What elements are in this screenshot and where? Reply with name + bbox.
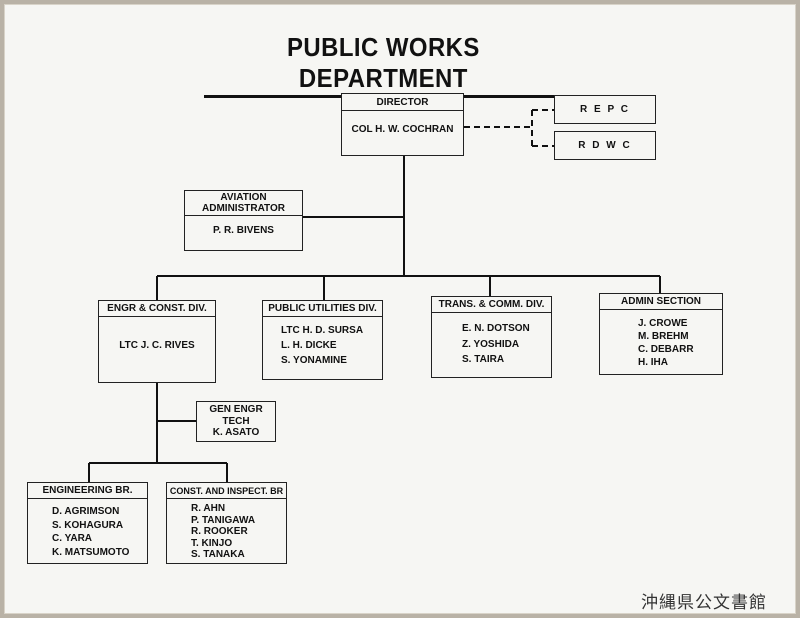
admin-name-2: M. BREHM [638, 331, 689, 342]
director-name: COL H. W. COCHRAN [351, 124, 454, 135]
director-names: COL H. W. COCHRAN [342, 111, 463, 137]
director-header: DIRECTOR [342, 94, 463, 111]
engr-const-div-name: LTC J. C. RIVES [119, 340, 195, 351]
const-name-4: T. KINJO [191, 537, 233, 549]
gen-engr-line1: GEN ENGR [209, 404, 263, 415]
const-inspect-br-names: R. AHN P. TANIGAWA R. ROOKER T. KINJO S.… [167, 499, 286, 561]
aviation-box: AVIATION ADMINISTRATOR P. R. BIVENS [184, 190, 303, 251]
public-utilities-div-header: PUBLIC UTILITIES DIV. [263, 301, 382, 317]
const-inspect-br-header: CONST. AND INSPECT. BR [167, 483, 286, 499]
gen-engr-name: K. ASATO [212, 427, 260, 438]
const-inspect-br-box: CONST. AND INSPECT. BR R. AHN P. TANIGAW… [166, 482, 287, 564]
aviation-header-line2: ADMINISTRATOR [202, 202, 285, 214]
trans-comm-div-names: E. N. DOTSON Z. YOSHIDA S. TAIRA [432, 313, 551, 368]
trans-name-3: S. TAIRA [462, 354, 505, 365]
trans-name-2: Z. YOSHIDA [462, 338, 520, 350]
archive-stamp: 沖縄県公文書館 [641, 593, 767, 613]
aviation-name: P. R. BIVENS [213, 225, 274, 236]
engineering-br-header: ENGINEERING BR. [28, 483, 147, 499]
trans-name-1: E. N. DOTSON [462, 323, 530, 334]
public-utilities-div-names: LTC H. D. SURSA L. H. DICKE S. YONAMINE [263, 317, 382, 368]
admin-section-header: ADMIN SECTION [600, 294, 722, 310]
engineering-br-box: ENGINEERING BR. D. AGRIMSON S. KOHAGURA … [27, 482, 148, 564]
const-name-3: R. ROOKER [191, 526, 248, 537]
repc-box: R E P C [554, 95, 656, 124]
aviation-names: P. R. BIVENS [185, 216, 302, 238]
engr-const-div-box: ENGR & CONST. DIV. LTC J. C. RIVES [98, 300, 216, 383]
public-utilities-div-box: PUBLIC UTILITIES DIV. LTC H. D. SURSA L.… [262, 300, 383, 380]
engineering-name-4: K. MATSUMOTO [52, 546, 130, 558]
admin-name-4: H. IHA [638, 357, 668, 368]
admin-section-box: ADMIN SECTION J. CROWE M. BREHM C. DEBAR… [599, 293, 723, 375]
gen-engr-line2: TECH [222, 415, 250, 427]
engr-const-div-header: ENGR & CONST. DIV. [99, 301, 215, 317]
trans-comm-div-header: TRANS. & COMM. DIV. [432, 297, 551, 313]
gen-engr-tech-box: GEN ENGR TECH K. ASATO [196, 401, 276, 442]
const-name-1: R. AHN [191, 503, 226, 514]
utilities-name-1: LTC H. D. SURSA [281, 325, 364, 336]
admin-section-names: J. CROWE M. BREHM C. DEBARR H. IHA [600, 310, 722, 369]
engineering-name-1: D. AGRIMSON [52, 506, 120, 517]
engineering-name-3: C. YARA [52, 533, 93, 544]
page-title: PUBLIC WORKS DEPARTMENT [204, 32, 563, 98]
admin-name-1: J. CROWE [638, 318, 688, 329]
utilities-name-3: S. YONAMINE [281, 355, 347, 366]
aviation-header: AVIATION ADMINISTRATOR [185, 191, 302, 216]
engineering-br-names: D. AGRIMSON S. KOHAGURA C. YARA K. MATSU… [28, 499, 147, 559]
admin-name-3: C. DEBARR [638, 344, 694, 355]
const-name-2: P. TANIGAWA [191, 514, 256, 526]
rdwc-box: R D W C [554, 131, 656, 160]
aviation-header-line1: AVIATION [220, 192, 267, 203]
engineering-name-2: S. KOHAGURA [52, 519, 124, 531]
utilities-name-2: L. H. DICKE [281, 340, 337, 351]
const-name-5: S. TANAKA [191, 549, 245, 560]
trans-comm-div-box: TRANS. & COMM. DIV. E. N. DOTSON Z. YOSH… [431, 296, 552, 378]
engr-const-div-names: LTC J. C. RIVES [99, 317, 215, 353]
director-box: DIRECTOR COL H. W. COCHRAN [341, 93, 464, 156]
